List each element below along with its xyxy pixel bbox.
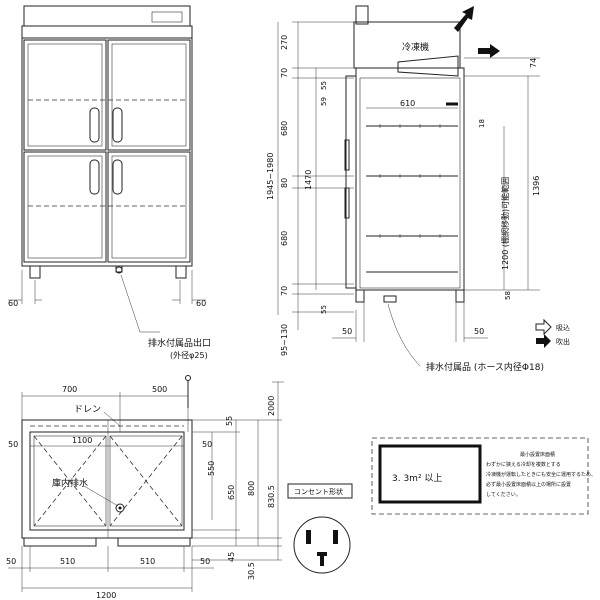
dim-18: 18 [478,119,486,128]
dim-74: 74 [529,58,538,68]
exhaust-arrow-top [454,6,474,32]
dim-610: 610 [400,99,415,108]
min-area-frame [371,437,589,515]
interior-drain-label: 庫内排水 [52,477,88,489]
handle-lr [112,159,123,195]
handle-ul [89,107,100,143]
min-area-note-4: してください。 [486,491,521,498]
dim-total-height: 1945~1980 [266,153,275,200]
legend-intake: 吸込 [556,323,570,332]
outlet-pin-right [333,530,338,544]
dim-550: 550 [207,461,216,476]
foot-right [175,265,187,279]
min-area-note-1: わずかに狭える冷却を複数とする [486,461,561,468]
top-panel [23,5,191,27]
compressor-label: 冷凍機 [402,41,429,53]
min-area-note-3: 必ず最小設置床面積以上の場所に設置 [486,481,571,488]
exhaust-arrow-icon [536,334,551,348]
plan-drain-label: ドレン [74,405,101,415]
dim-plan-50-tl: 50 [8,440,18,449]
min-area-rect [378,444,482,504]
dim-58: 58 [504,291,512,300]
outlet-pin-left [306,530,311,544]
min-area-note-2: 冷凍機が運転したときにも安全に運用するため、 [486,471,596,478]
dim-45: 45 [227,552,236,562]
door-profile [345,75,357,289]
dim-side-50-left: 50 [342,327,352,336]
legend-exhaust: 吹出 [556,337,570,346]
handle-ur [112,107,123,143]
front-view: 60 60 排水付属品出口 (外径φ25) [8,5,211,360]
dim-500: 500 [152,385,167,394]
dim-270: 270 [280,35,289,50]
dim-plan-50-tr: 50 [202,440,212,449]
dim-680-upper: 680 [280,121,289,136]
dim-680-lower: 680 [280,231,289,246]
fan-unit [397,55,459,77]
min-area-box: 最小設置床面積 3. 3m² 以上 わずかに狭える冷却を複数とする 冷凍機が運転… [371,437,596,515]
door-upper-right [107,39,191,151]
dim-55-plan: 55 [225,416,234,426]
door-lower-left [23,151,107,263]
dim-55-bottom: 55 [320,305,328,314]
dim-plan-50-br: 50 [200,557,210,566]
dim-80: 80 [280,178,289,188]
dim-front-right-foot: 60 [196,299,206,308]
outlet-title: コンセント形状 [294,487,343,496]
dim-1470: 1470 [304,170,313,190]
dim-1396: 1396 [532,176,541,196]
min-area-title: 最小設置床面積 [520,451,555,458]
dim-650: 650 [227,485,236,500]
dim-front-left-foot: 60 [8,299,18,308]
dim-side-50-right: 50 [474,327,484,336]
outlet-shape: コンセント形状 [287,483,353,574]
plan-inner [29,431,185,531]
plan-outer [21,419,193,539]
min-area-value: 3. 3m² 以上 [392,473,442,484]
intake-arrow-icon [535,318,552,336]
dim-59: 59 [320,97,328,106]
dim-830-5: 830.5 [267,485,276,508]
interior-drain-icon [115,503,125,513]
dim-shelf-range: 1200 (棚網移動)可能範囲 [500,177,510,270]
dim-1100: 1100 [72,436,92,445]
outlet-title-box [287,483,353,499]
plan-view: 700 500 ドレン 庫内排水 1100 50 50 [6,375,284,600]
dim-510-right: 510 [140,557,155,566]
dim-55-top: 55 [320,81,328,90]
front-drain-label: 排水付属品出口 [148,337,211,349]
top-band [21,25,193,39]
dim-70-bottom: 70 [280,286,289,296]
dim-95-130: 95~130 [280,324,289,356]
control-panel [151,11,183,23]
outlet-face [293,516,351,574]
exhaust-duct [355,5,369,25]
side-view: 冷凍機 [266,5,544,373]
dim-700: 700 [62,385,77,394]
dim-30-5: 30.5 [247,562,256,580]
dim-510-left: 510 [60,557,75,566]
dim-plan-50-bl: 50 [6,557,16,566]
exhaust-arrow-side [478,44,500,58]
foot-left [29,265,41,279]
dim-2000: 2000 [267,396,276,416]
dim-800: 800 [247,481,256,496]
hose-label: 排水付属品 (ホース内径Φ18) [426,361,544,373]
front-drain-sub: (外径φ25) [170,350,208,360]
drain-fitting [383,295,397,303]
door-lower-right [107,151,191,263]
dim-70-top: 70 [280,68,289,78]
door-upper-left [23,39,107,151]
dim-1200: 1200 [96,591,116,600]
airflow-legend: 吸込 吹出 [535,318,570,348]
handle-ll [89,159,100,195]
outlet-ground-pin [317,552,327,566]
